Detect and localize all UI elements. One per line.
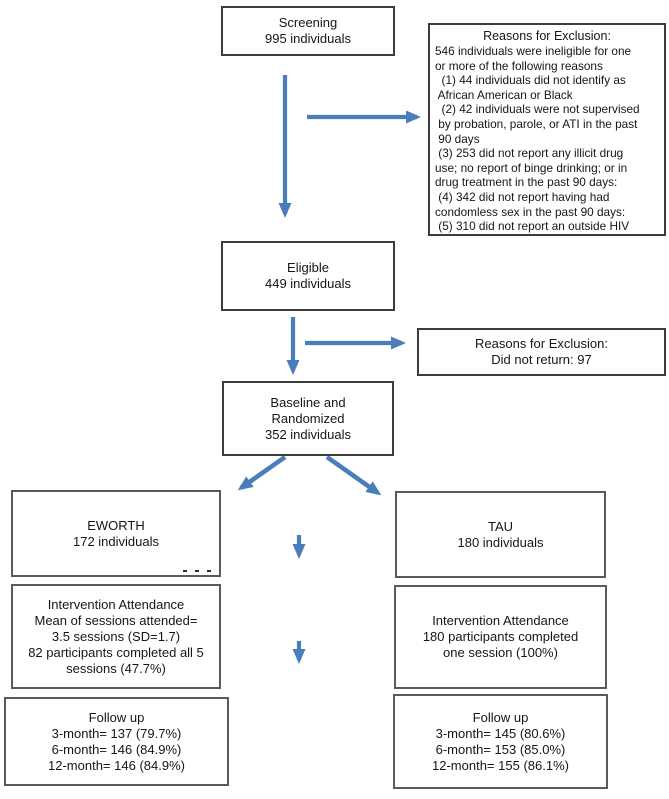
- tau-followup-label: Follow up 3-month= 145 (80.6%) 6-month= …: [432, 709, 569, 773]
- screening-box: Screening 995 individuals: [221, 6, 395, 56]
- tau-followup-box: Follow up 3-month= 145 (80.6%) 6-month= …: [393, 694, 608, 789]
- baseline-randomized-box: Baseline and Randomized 352 individuals: [222, 381, 394, 456]
- screening-label: Screening 995 individuals: [264, 15, 351, 46]
- eligible-box: Eligible 449 individuals: [221, 241, 395, 311]
- exclusion-reasons-box: Reasons for Exclusion: 546 individuals w…: [428, 23, 666, 236]
- eworth-attendance-label: Intervention Attendance Mean of sessions…: [28, 596, 204, 676]
- tau-attendance-label: Intervention Attendance 180 participants…: [422, 613, 579, 660]
- eworth-followup-box: Follow up 3-month= 137 (79.7%) 6-month= …: [4, 697, 229, 786]
- eligible-label: Eligible 449 individuals: [264, 260, 351, 291]
- tau-label: TAU 180 individuals: [457, 518, 544, 550]
- exclusion-reasons-body: 546 individuals were ineligible for one …: [435, 44, 640, 234]
- eworth-attendance-box: Intervention Attendance Mean of sessions…: [11, 584, 221, 689]
- border-artifact-dashes: [183, 570, 217, 572]
- did-not-return-label: Reasons for Exclusion: Did not return: 9…: [475, 336, 608, 367]
- tau-box: TAU 180 individuals: [395, 491, 606, 578]
- exclusion-reasons-title: Reasons for Exclusion:: [483, 29, 611, 43]
- tau-attendance-box: Intervention Attendance 180 participants…: [394, 585, 607, 689]
- did-not-return-box: Reasons for Exclusion: Did not return: 9…: [417, 328, 666, 376]
- eworth-label: EWORTH 172 individuals: [72, 517, 159, 549]
- arrow-baseline-to-tau: [325, 455, 382, 496]
- arrow-baseline-to-eworth: [237, 455, 287, 491]
- eworth-followup-label: Follow up 3-month= 137 (79.7%) 6-month= …: [48, 709, 185, 773]
- eworth-box: EWORTH 172 individuals: [11, 490, 221, 577]
- baseline-randomized-label: Baseline and Randomized 352 individuals: [264, 394, 351, 442]
